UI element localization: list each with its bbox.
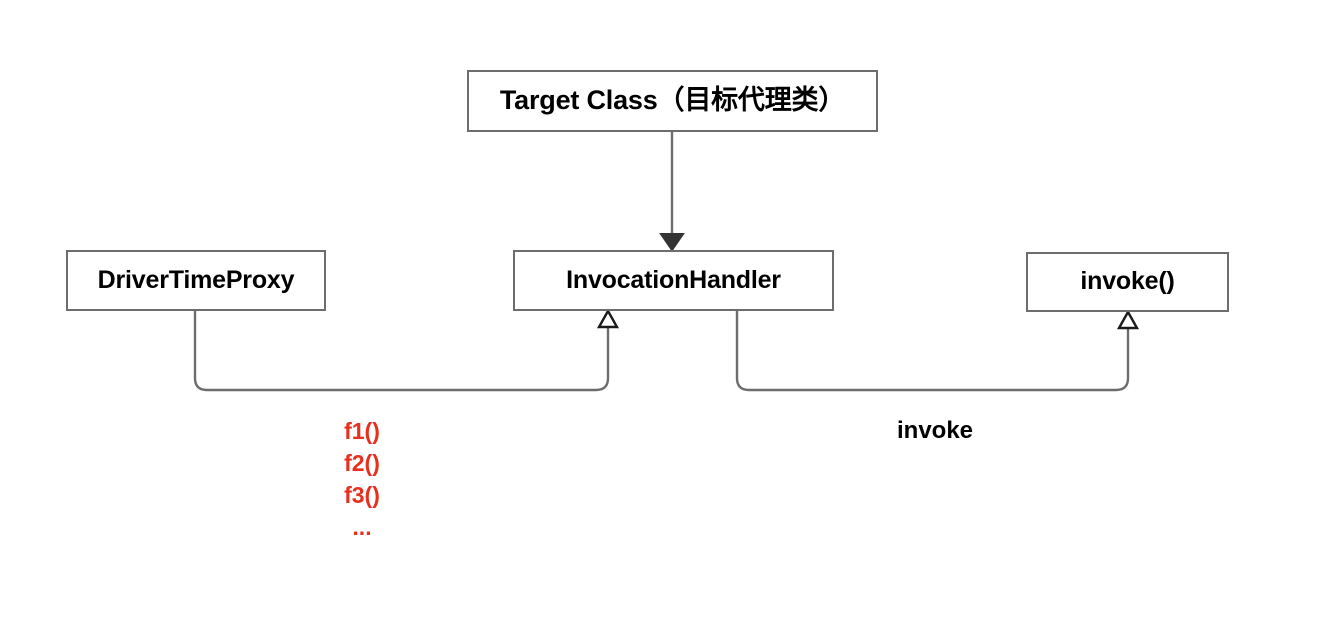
node-invoke-method[interactable]: invoke()	[1026, 252, 1229, 312]
node-target-class-label: Target Class（目标代理类）	[499, 85, 846, 116]
node-invoke-method-label: invoke()	[1080, 267, 1175, 296]
edge-label-f1: f1()	[344, 418, 380, 444]
node-driver-time-proxy[interactable]: DriverTimeProxy	[66, 250, 326, 311]
edge-proxy-to-handler	[193, 308, 620, 392]
edge-target-to-handler	[659, 132, 685, 252]
edge-handler-to-invoke	[735, 309, 1140, 392]
edge-label-invoke: invoke	[896, 417, 974, 444]
node-driver-time-proxy-label: DriverTimeProxy	[97, 265, 295, 294]
edge-label-f3: f3()	[344, 482, 380, 508]
edge-label-f2: f2()	[344, 450, 380, 476]
edge-label-ellipsis: ...	[352, 514, 372, 540]
node-invocation-handler-label: InvocationHandler	[566, 265, 781, 294]
node-target-class[interactable]: Target Class（目标代理类）	[467, 70, 878, 132]
node-invocation-handler[interactable]: InvocationHandler	[513, 250, 834, 311]
